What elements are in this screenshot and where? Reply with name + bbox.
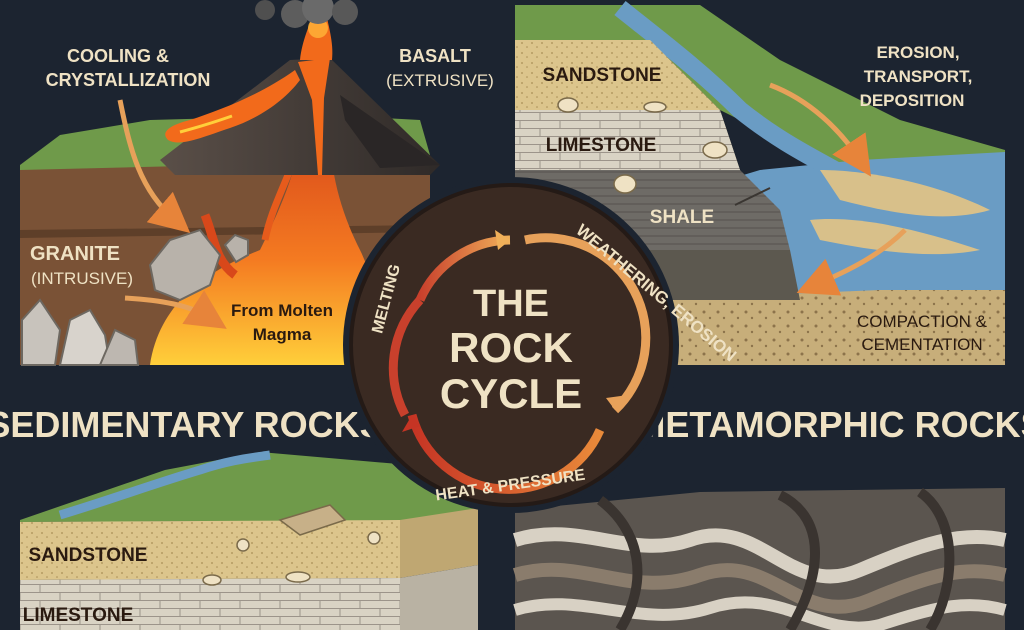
shell-icon xyxy=(236,538,250,552)
magma-label-line1: From Molten xyxy=(231,301,333,320)
leaf-fossil-icon xyxy=(734,187,771,206)
sedimentary-block: SANDSTONE LIMESTONE xyxy=(20,450,478,630)
magma-label-line2: Magma xyxy=(253,325,312,344)
granite-label-line2: (INTRUSIVE) xyxy=(31,269,133,288)
erosion-label-line1: EROSION, xyxy=(876,43,959,62)
shale-label: SHALE xyxy=(650,207,714,228)
center-title-line3: CYCLE xyxy=(440,370,582,417)
erosion-label-line2: TRANSPORT, xyxy=(864,67,973,86)
basalt-label-line1: BASALT xyxy=(399,46,471,66)
shell-icon xyxy=(285,571,311,583)
bottom-sandstone-label: SANDSTONE xyxy=(29,545,148,566)
fossil-icon xyxy=(278,504,347,536)
sedimentary-heading: SEDIMENTARY ROCKS xyxy=(0,404,384,445)
center-title-line1: THE xyxy=(473,283,549,325)
shell-icon xyxy=(613,174,637,194)
cooling-label-line1: COOLING & xyxy=(67,46,169,66)
shell-icon xyxy=(702,141,728,159)
cycle-arrow-top xyxy=(415,235,511,302)
granite-crystals xyxy=(21,228,249,366)
shell-icon xyxy=(367,531,381,545)
metamorphic-heading: METAMORPHIC ROCKS xyxy=(635,404,1024,445)
igneous-panel: COOLING & CRYSTALLIZATION BASALT (EXTRUS… xyxy=(20,0,494,366)
center-title-line2: ROCK xyxy=(449,324,573,371)
compaction-label-line2: CEMENTATION xyxy=(861,335,982,354)
granite-label-line1: GRANITE xyxy=(30,243,120,265)
compaction-label-line1: COMPACTION & xyxy=(857,312,988,331)
basalt-label-line2: (EXTRUSIVE) xyxy=(386,71,494,90)
shell-icon xyxy=(557,97,579,113)
cycle-arrow-right xyxy=(524,233,651,414)
metamorphic-block xyxy=(512,487,1007,630)
limestone-label: LIMESTONE xyxy=(546,135,657,156)
bottom-limestone-label: LIMESTONE xyxy=(23,605,134,626)
erosion-label-line3: DEPOSITION xyxy=(860,91,965,110)
sandstone-label: SANDSTONE xyxy=(543,65,662,86)
shell-icon xyxy=(202,574,222,586)
sediment-panel: SANDSTONE LIMESTONE SHALE EROSION, TRANS… xyxy=(515,0,1005,365)
cycle-arrow-left xyxy=(388,296,424,418)
cooling-label-line2: CRYSTALLIZATION xyxy=(46,70,211,90)
shell-icon xyxy=(643,101,667,113)
cycle-arrow-bottom xyxy=(407,413,605,494)
